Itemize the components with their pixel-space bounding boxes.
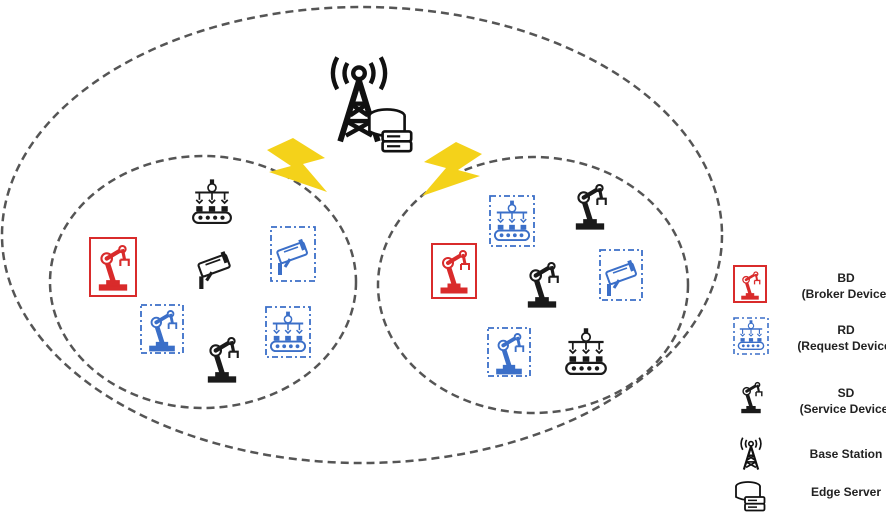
- legend-bd-icon: [733, 265, 767, 303]
- request-device: [140, 304, 184, 354]
- service-device-robot-arm-icon: [576, 185, 605, 229]
- legend-sd-icon: [739, 380, 764, 415]
- broker-device: [89, 237, 137, 297]
- request-device: [265, 306, 311, 358]
- robot-arm-icon: [497, 334, 524, 374]
- conveyor-icon: [269, 311, 307, 352]
- robot-arm-icon: [99, 246, 128, 290]
- cluster-right-boundary: [376, 155, 690, 415]
- legend-rd-icon: [733, 317, 769, 355]
- legend-base-station-text: Base Station: [809, 447, 883, 461]
- service-device-robot-arm-icon: [208, 338, 237, 382]
- legend-rd-full: (Request Device): [797, 339, 886, 353]
- lightning-icon: [422, 142, 482, 196]
- legend-rd-label: RD (Request Device): [771, 322, 886, 354]
- legend-bd-abbr: BD: [837, 271, 855, 285]
- service-device-cctv-icon: [196, 249, 232, 291]
- service-device-robot-arm-icon: [528, 263, 557, 307]
- cctv-camera-icon: [604, 258, 639, 298]
- robot-arm-icon: [441, 251, 469, 293]
- cluster-left-boundary: [48, 154, 358, 410]
- request-device: [599, 249, 643, 301]
- service-device-conveyor-icon: [565, 327, 607, 375]
- edge-server-icon: [368, 108, 413, 153]
- legend-edge-server-text: Edge Server: [810, 485, 882, 499]
- legend-bd-label: BD (Broker Device): [771, 270, 886, 302]
- legend-edge-server-label: Edge Server: [771, 484, 886, 500]
- robot-arm-icon: [150, 311, 177, 351]
- legend-sd-full: (Service Device): [799, 402, 886, 416]
- coverage-boundary: [0, 5, 724, 465]
- request-device: [270, 226, 316, 282]
- legend-sd-abbr: SD: [837, 386, 855, 400]
- request-device: [487, 327, 531, 377]
- legend-rd-abbr: RD: [837, 323, 855, 337]
- conveyor-icon: [493, 200, 531, 242]
- request-device: [489, 195, 535, 247]
- legend-bd-full: (Broker Device): [801, 287, 886, 301]
- service-device-conveyor-icon: [192, 178, 232, 224]
- legend-edge-server-icon: [735, 481, 766, 512]
- conveyor-icon: [737, 319, 765, 350]
- broker-device: [431, 243, 477, 299]
- cctv-camera-icon: [275, 237, 310, 277]
- robot-arm-icon: [739, 270, 762, 301]
- legend-sd-label: SD (Service Device): [771, 385, 886, 417]
- legend-base-station-icon: [739, 436, 763, 471]
- legend-base-station-label: Base Station: [771, 446, 886, 462]
